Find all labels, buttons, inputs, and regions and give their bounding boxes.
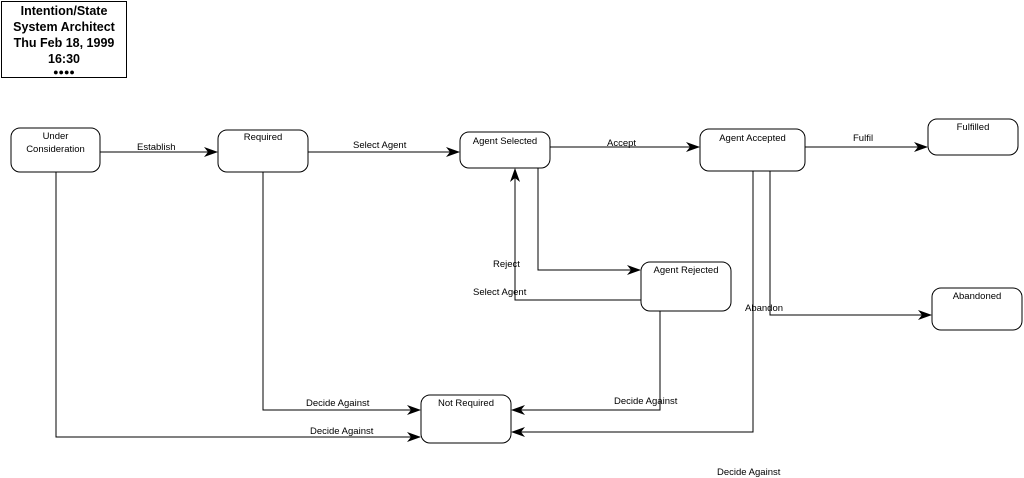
edge-label-establish: Establish [137,142,176,153]
state-label-consideration: Consideration [26,144,85,155]
edge-label-select-agent: Select Agent [353,140,407,151]
state-label-under: Under [43,131,69,142]
state-label-not-required: Not Required [438,398,494,409]
edge-decide-against-rejected [511,311,661,415]
edge-abandon [769,171,932,320]
edge-label-accept: Accept [607,138,636,149]
edge-label-fulfil: Fulfil [853,133,873,144]
state-label-agent-accepted: Agent Accepted [719,133,786,144]
diagram-title: Intention/State [20,4,108,18]
state-label-agent-rejected: Agent Rejected [654,265,719,276]
state-label-fulfilled: Fulfilled [957,122,990,133]
edge-label-decide-against-consideration: Decide Against [310,426,374,437]
state-label-required: Required [244,132,283,143]
state-not-required[interactable]: Not Required [420,394,512,444]
diagram-tool: System Architect [13,20,115,34]
state-agent-selected[interactable]: Agent Selected [459,131,551,169]
state-under-consideration[interactable]: Under Consideration [10,127,101,173]
state-agent-rejected[interactable]: Agent Rejected [640,261,732,312]
edge-label-abandon: Abandon [745,303,783,314]
diagram-time: 16:30 [48,52,80,66]
state-required[interactable]: Required [217,129,309,173]
state-label-agent-selected: Agent Selected [473,136,537,147]
edge-reject [537,168,641,275]
page-dots: ●●●● [53,67,75,77]
edge-label-reject: Reject [493,259,520,270]
diagram-date: Thu Feb 18, 1999 [13,36,115,50]
state-abandoned[interactable]: Abandoned [931,287,1023,331]
edge-decide-against-accepted [511,171,754,437]
diagram-title-block: Intention/State System Architect Thu Feb… [1,1,127,78]
edge-label-decide-against-required: Decide Against [306,398,370,409]
edge-label-select-agent-retry: Select Agent [473,287,527,298]
edge-label-decide-against-rejected: Decide Against [614,396,678,407]
edge-decide-against-consideration [55,172,421,442]
state-agent-accepted[interactable]: Agent Accepted [699,128,806,172]
edge-label-decide-against-accepted: Decide Against [717,467,781,478]
edge-decide-against-required [262,172,421,415]
state-label-abandoned: Abandoned [953,291,1002,302]
edge-select-agent-retry [510,168,641,301]
state-fulfilled[interactable]: Fulfilled [927,118,1019,156]
